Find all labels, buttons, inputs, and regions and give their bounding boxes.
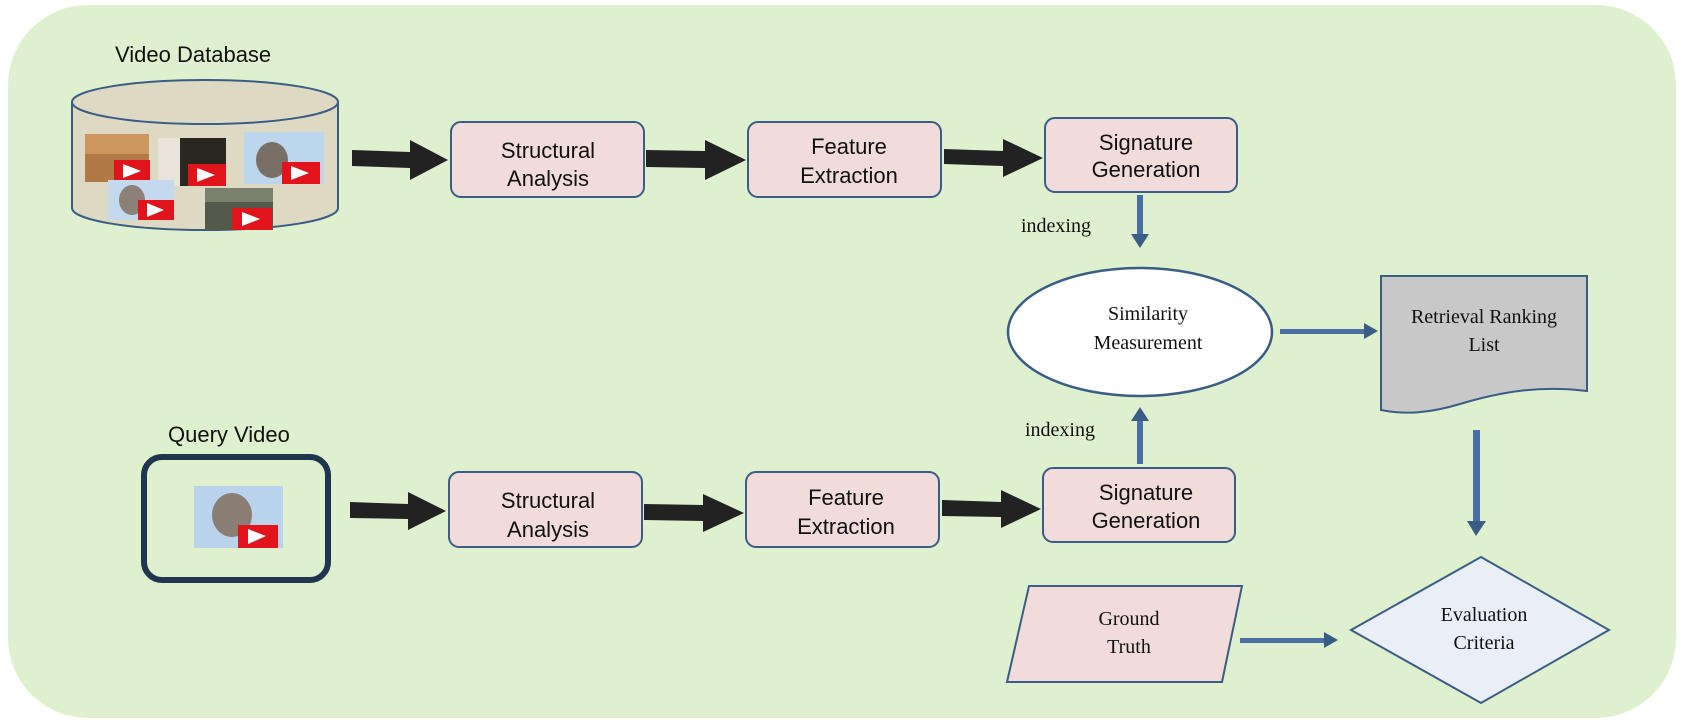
arrow-groundtruth-to-evaluation <box>1240 632 1338 648</box>
svg-text:Evaluation: Evaluation <box>1441 604 1528 626</box>
feature-extraction-box-top: Feature Extraction <box>747 121 942 198</box>
feature-extraction-box-bottom: Feature Extraction <box>745 471 940 548</box>
arrow-db-to-structural <box>352 140 448 180</box>
svg-text:Similarity: Similarity <box>1108 303 1188 325</box>
svg-text:Generation: Generation <box>1092 508 1201 533</box>
svg-text:Analysis: Analysis <box>507 517 589 542</box>
svg-text:Analysis: Analysis <box>507 166 589 191</box>
arrow-structural-to-feature <box>646 140 746 180</box>
svg-text:Structural: Structural <box>501 138 595 163</box>
svg-text:Retrieval Ranking: Retrieval Ranking <box>1411 306 1557 328</box>
svg-text:Signature: Signature <box>1099 130 1193 155</box>
arrow-query-to-structural <box>350 492 446 530</box>
arrow-similarity-to-ranking <box>1280 323 1378 339</box>
indexing-label-bottom: indexing <box>1025 419 1095 441</box>
indexing-arrow-up <box>1131 407 1149 464</box>
svg-text:List: List <box>1468 334 1500 356</box>
structural-analysis-box-bottom: Structural Analysis <box>448 471 643 548</box>
svg-text:Structural: Structural <box>501 488 595 513</box>
svg-text:Generation: Generation <box>1092 157 1201 182</box>
structural-analysis-box-top: Structural Analysis <box>450 121 645 198</box>
similarity-measurement-ellipse: Similarity Measurement <box>1006 266 1274 398</box>
video-thumbnail <box>108 180 174 220</box>
video-thumbnail <box>85 134 150 182</box>
background-panel <box>8 5 1676 718</box>
query-label: Query Video <box>168 422 290 447</box>
svg-text:Feature: Feature <box>811 134 887 159</box>
svg-text:Measurement: Measurement <box>1094 332 1203 354</box>
arrow-structural-to-feature-bottom <box>644 494 744 532</box>
arrow-feature-to-signature <box>944 139 1043 177</box>
svg-text:Extraction: Extraction <box>797 514 895 539</box>
video-thumbnail <box>158 138 226 186</box>
retrieval-ranking-list: Retrieval Ranking List <box>1380 275 1588 414</box>
svg-text:Extraction: Extraction <box>800 163 898 188</box>
database-label: Video Database <box>115 42 271 67</box>
svg-text:Signature: Signature <box>1099 480 1193 505</box>
video-thumbnail <box>205 188 273 230</box>
signature-generation-box-bottom: Signature Generation <box>1042 467 1236 543</box>
indexing-arrow-down <box>1131 195 1149 248</box>
ground-truth-parallelogram: Ground Truth <box>1005 585 1244 683</box>
svg-text:Criteria: Criteria <box>1453 632 1514 654</box>
svg-text:Truth: Truth <box>1107 636 1151 658</box>
indexing-label-top: indexing <box>1021 215 1091 237</box>
svg-text:Feature: Feature <box>808 485 884 510</box>
svg-text:Ground: Ground <box>1098 608 1159 630</box>
video-thumbnail <box>244 132 324 184</box>
signature-generation-box-top: Signature Generation <box>1044 117 1238 193</box>
query-video-box <box>141 454 331 583</box>
arrow-ranking-to-evaluation <box>1467 430 1486 536</box>
evaluation-criteria-diamond: Evaluation Criteria <box>1348 555 1612 705</box>
video-database-cylinder <box>71 79 339 231</box>
arrow-feature-to-signature-bottom <box>942 490 1041 528</box>
